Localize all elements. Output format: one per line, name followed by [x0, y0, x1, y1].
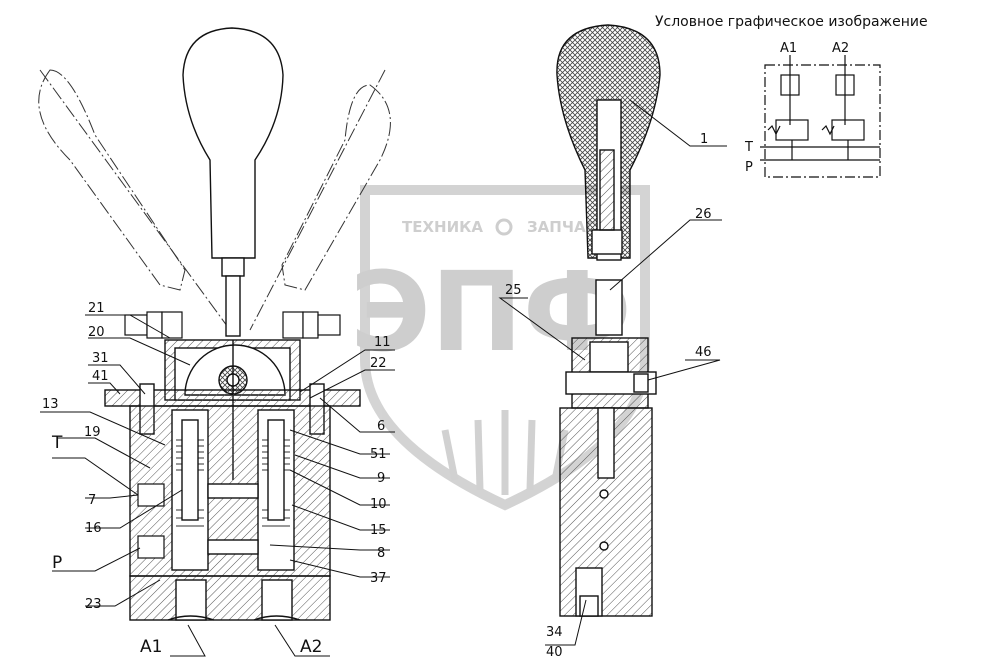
symbol-port-p: P — [745, 160, 753, 175]
callout-13: 13 — [42, 397, 59, 412]
ghost-lever-right — [249, 69, 391, 331]
lever-handle-front — [182, 27, 284, 337]
diagram-title: Условное графическое изображение — [655, 14, 928, 30]
symbol-port-a1: A1 — [780, 41, 797, 56]
callout-21: 21 — [88, 301, 105, 316]
callout-37: 37 — [370, 571, 387, 586]
callout-11: 11 — [374, 335, 391, 350]
callout-20: 20 — [88, 325, 105, 340]
callout-16: 16 — [85, 521, 102, 536]
port-label-p: P — [52, 553, 62, 573]
callout-41: 41 — [92, 369, 109, 384]
gear-icon — [495, 218, 513, 236]
bracket-side — [565, 337, 657, 409]
callout-31: 31 — [92, 351, 109, 366]
port-label-t: T — [51, 433, 63, 453]
adjust-screw-right — [282, 311, 341, 339]
callout-19: 19 — [84, 425, 101, 440]
watermark-text-left: ТЕХНИКА — [402, 218, 483, 236]
port-fitting-t — [137, 483, 165, 507]
callout-40: 40 — [546, 645, 563, 660]
ghost-lever-left — [38, 69, 231, 331]
port-label-a2: A2 — [300, 637, 322, 657]
adjust-screw-left — [124, 311, 183, 339]
callout-10: 10 — [370, 497, 387, 512]
hydraulic-symbol — [760, 55, 881, 178]
part-callouts: 1 26 25 46 21 20 31 41 13 19 7 16 23 11 … — [42, 132, 712, 660]
callout-23: 23 — [85, 597, 102, 612]
callout-51: 51 — [370, 447, 387, 462]
lever-handle-side — [556, 24, 661, 336]
callout-1: 1 — [700, 132, 708, 147]
callout-26: 26 — [695, 207, 712, 222]
callout-15: 15 — [370, 523, 387, 538]
symbol-port-a2: A2 — [832, 41, 849, 56]
callout-7: 7 — [88, 493, 96, 508]
callout-22: 22 — [370, 356, 387, 371]
callout-34: 34 — [546, 625, 563, 640]
callout-46: 46 — [695, 345, 712, 360]
bottom-plate — [129, 575, 331, 621]
callout-6: 6 — [377, 419, 385, 434]
port-label-a1: A1 — [140, 637, 162, 657]
symbol-port-t: T — [744, 140, 753, 155]
port-fitting-p — [137, 535, 165, 559]
callout-9: 9 — [377, 471, 385, 486]
callout-25: 25 — [505, 283, 522, 298]
callout-8: 8 — [377, 546, 385, 561]
valve-body-side — [559, 407, 653, 617]
leader-lines — [40, 99, 727, 657]
